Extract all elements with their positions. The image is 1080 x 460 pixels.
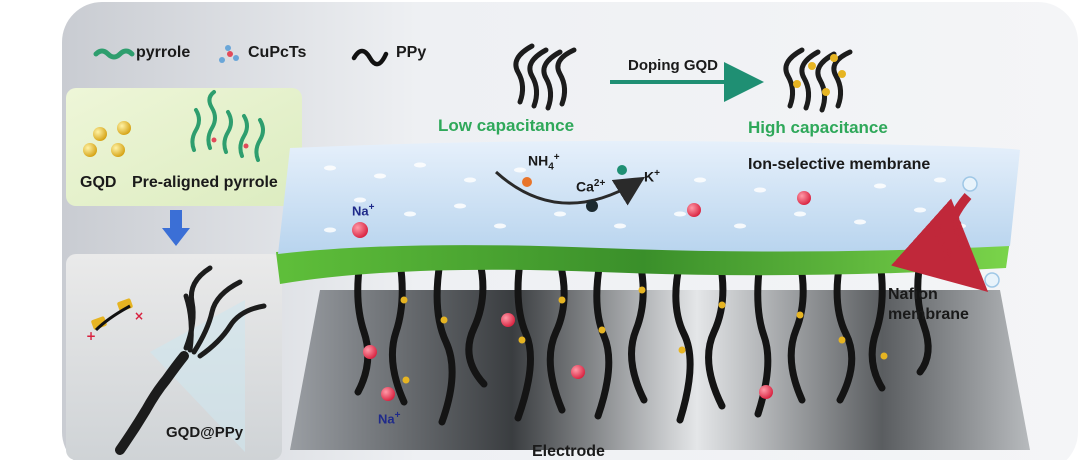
gqd-bound-icon: + × bbox=[86, 298, 144, 343]
na-ion-icon bbox=[687, 203, 701, 217]
gqd-icon bbox=[83, 143, 97, 157]
gqd-label: GQD bbox=[80, 174, 117, 191]
sodium-ion-label-membrane: Na+ bbox=[352, 202, 375, 219]
membrane-pores bbox=[324, 162, 966, 233]
calcium-ion-label: Ca2+ bbox=[576, 178, 606, 195]
ammonium-ion-icon bbox=[522, 177, 532, 187]
pre-aligned-pyrrole-label: Pre-aligned pyrrole bbox=[132, 174, 278, 191]
ppy-legend-label: PPy bbox=[396, 44, 427, 61]
gqd-icon bbox=[838, 70, 846, 78]
pre-aligned-pyrrole-icon bbox=[190, 90, 265, 162]
electrode-label: Electrode bbox=[532, 443, 605, 460]
na-ion-icon bbox=[363, 345, 377, 359]
na-ion-icon bbox=[759, 385, 773, 399]
pyrrole-legend-icon bbox=[93, 48, 135, 60]
na-ion-icon bbox=[797, 191, 811, 205]
gqd-icon bbox=[93, 127, 107, 141]
ppy-legend-icon bbox=[351, 48, 389, 67]
doping-gqd-label: Doping GQD bbox=[628, 57, 718, 74]
na-ion-icon bbox=[352, 222, 368, 238]
gqd-dots bbox=[83, 121, 131, 157]
calcium-ion-icon bbox=[617, 165, 627, 175]
svg-text:×: × bbox=[134, 309, 144, 323]
chain-gqd-dots bbox=[400, 286, 888, 384]
gqd-ppy-label: GQD@PPy bbox=[166, 424, 244, 441]
ppy-chain-icon bbox=[115, 265, 267, 455]
ion-selective-membrane bbox=[278, 140, 1020, 254]
gqd-icon bbox=[117, 121, 131, 135]
low-capacitance-label: Low capacitance bbox=[438, 116, 575, 135]
ion-path-arrow bbox=[494, 170, 646, 206]
sodium-ion-label-electrode: Na+ bbox=[378, 410, 401, 427]
nafion-label-line2: membrane bbox=[888, 306, 969, 323]
pyrrole-legend-label: pyrrole bbox=[136, 44, 191, 61]
potassium-ion-label: K+ bbox=[644, 168, 660, 185]
gqd-icon bbox=[822, 88, 830, 96]
gqd-icon bbox=[830, 54, 838, 62]
na-ion-icon bbox=[381, 387, 395, 401]
nafion-label-line1: Nafion bbox=[888, 286, 938, 303]
svg-text:+: + bbox=[86, 329, 96, 343]
water-droplet-icon bbox=[962, 176, 978, 192]
gqd-icon bbox=[111, 143, 125, 157]
high-capacitance-label: High capacitance bbox=[748, 118, 888, 137]
ammonium-ion-label: NH4+ bbox=[528, 152, 560, 173]
na-ion-icon bbox=[571, 365, 585, 379]
gqd-icon bbox=[793, 80, 801, 88]
na-ion-icon bbox=[501, 313, 515, 327]
potassium-ion-icon bbox=[586, 200, 598, 212]
high-capacitance-chains bbox=[783, 47, 853, 113]
cupcts-legend-label: CuPcTs bbox=[248, 44, 307, 61]
water-block-arrow bbox=[891, 193, 989, 293]
down-arrow-icon bbox=[162, 210, 190, 246]
ion-selective-membrane-label: Ion-selective membrane bbox=[748, 156, 931, 173]
water-droplet-icon bbox=[984, 272, 1000, 288]
low-capacitance-chains bbox=[513, 43, 577, 111]
cupcts-legend-icon bbox=[219, 45, 239, 63]
gqd-icon bbox=[808, 62, 816, 70]
